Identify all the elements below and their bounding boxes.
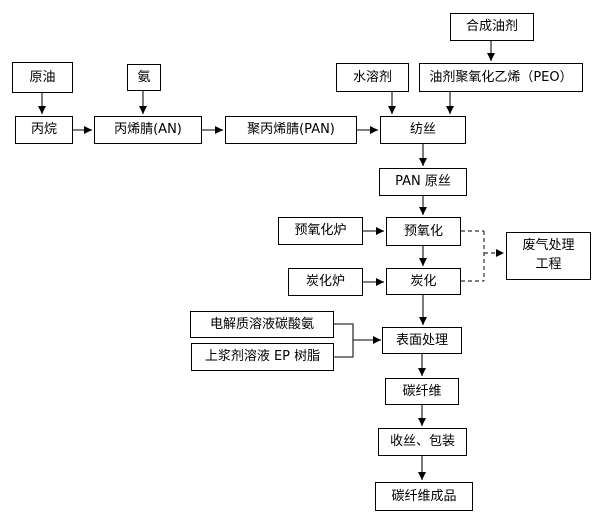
node-crude-oil: 原油 (12, 62, 73, 93)
node-sizing-solution: 上浆剂溶液 EP 树脂 (191, 343, 334, 371)
node-carbonization: 炭化 (386, 268, 461, 295)
node-carbonization-furnace: 炭化炉 (288, 268, 363, 296)
connector-bracket-inputs (334, 323, 354, 358)
node-finished-product: 碳纤维成品 (375, 482, 473, 511)
node-winding-packaging: 收丝、包装 (378, 428, 467, 456)
waste-gas-treatment-line2: 工程 (535, 257, 562, 272)
node-preoxidation-furnace: 预氧化炉 (278, 217, 363, 245)
node-polyacrylonitrile: 聚丙烯腈(PAN) (225, 116, 357, 144)
node-waste-gas-treatment: 废气处理 工程 (506, 232, 591, 280)
node-ammonia: 氨 (127, 64, 161, 91)
node-electrolyte-solution: 电解质溶液碳酸氨 (190, 311, 334, 338)
node-acrylonitrile: 丙烯腈(AN) (94, 116, 202, 144)
node-pan-precursor: PAN 原丝 (379, 168, 467, 196)
waste-gas-treatment-line1: 废气处理 (522, 238, 575, 254)
node-propane: 丙烷 (15, 116, 73, 144)
node-preoxidation: 预氧化 (386, 217, 461, 246)
node-water-solvent: 水溶剂 (336, 63, 409, 92)
node-surface-treatment: 表面处理 (382, 327, 462, 354)
node-synthetic-oil: 合成油剂 (450, 13, 534, 41)
node-carbon-fiber: 碳纤维 (385, 378, 459, 405)
node-spinning: 纺丝 (380, 116, 466, 144)
node-peo-oil: 油剂聚氧化乙烯（PEO） (419, 63, 583, 92)
